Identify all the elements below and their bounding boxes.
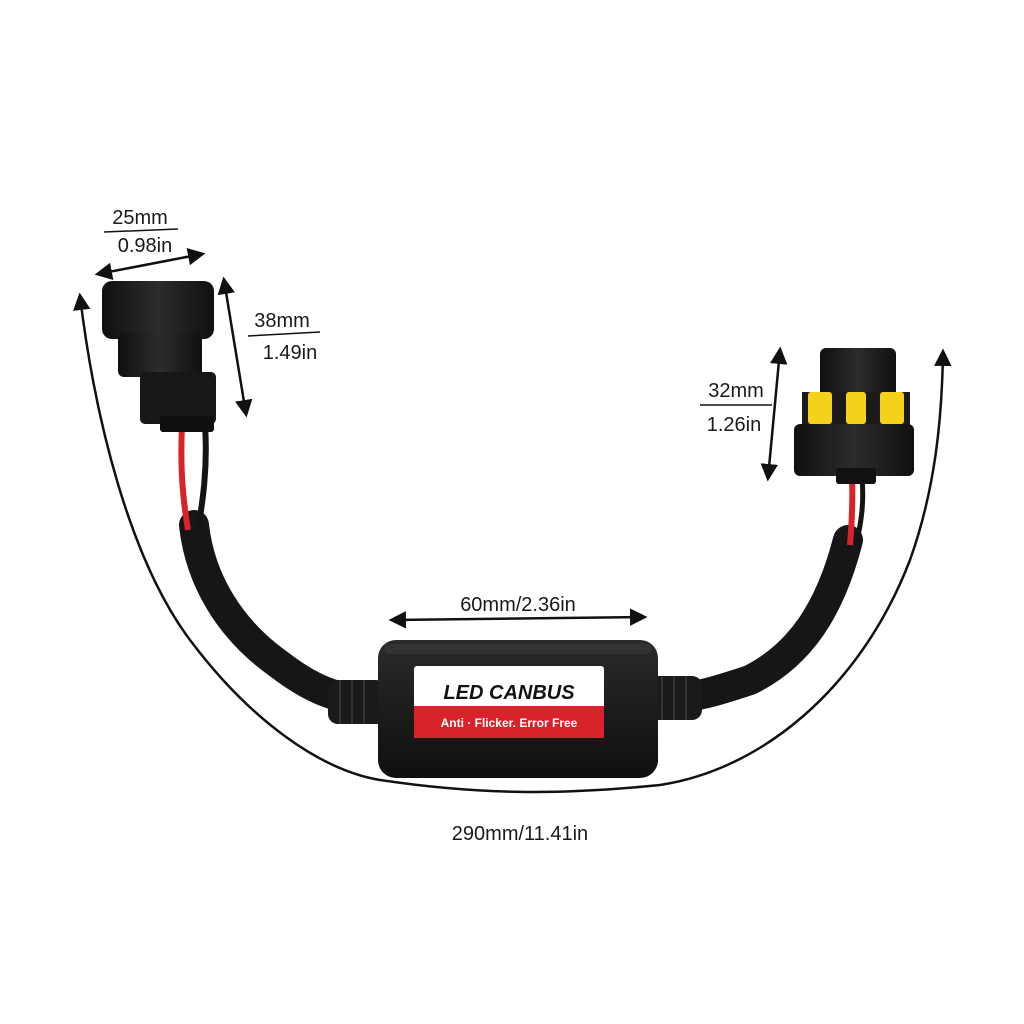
yellow-seal-center: [846, 392, 866, 424]
label-title: LED CANBUS: [443, 682, 575, 704]
total-length-arc: [72, 292, 952, 794]
module-length-text: 60mm/2.36in: [460, 594, 576, 616]
module-label: LED CANBUS Anti · Flicker. Error Free: [414, 666, 604, 738]
left-cable: [178, 424, 375, 717]
yellow-seal-right: [880, 392, 904, 424]
left-height-dimension: 38mm 1.49in: [217, 276, 321, 418]
canbus-module: LED CANBUS Anti · Flicker. Error Free: [378, 640, 658, 778]
left-height-mm: 38mm: [254, 310, 310, 332]
right-cable: [645, 477, 866, 714]
left-width-mm: 25mm: [112, 207, 168, 229]
label-subtitle: Anti · Flicker. Error Free: [441, 716, 578, 730]
left-strain-relief: [328, 680, 386, 724]
left-width-in: 0.98in: [118, 235, 173, 257]
left-connector: [102, 281, 216, 432]
yellow-seal-left: [808, 392, 832, 424]
right-height-dimension: 32mm 1.26in: [700, 346, 788, 482]
left-width-dimension: 25mm 0.98in: [94, 207, 206, 280]
right-connector: [794, 348, 914, 484]
module-length-dimension: 60mm/2.36in: [388, 594, 648, 629]
total-length-text: 290mm/11.41in: [452, 823, 588, 845]
right-height-mm: 32mm: [708, 380, 764, 402]
right-height-in: 1.26in: [707, 414, 762, 436]
left-height-in: 1.49in: [263, 342, 318, 364]
